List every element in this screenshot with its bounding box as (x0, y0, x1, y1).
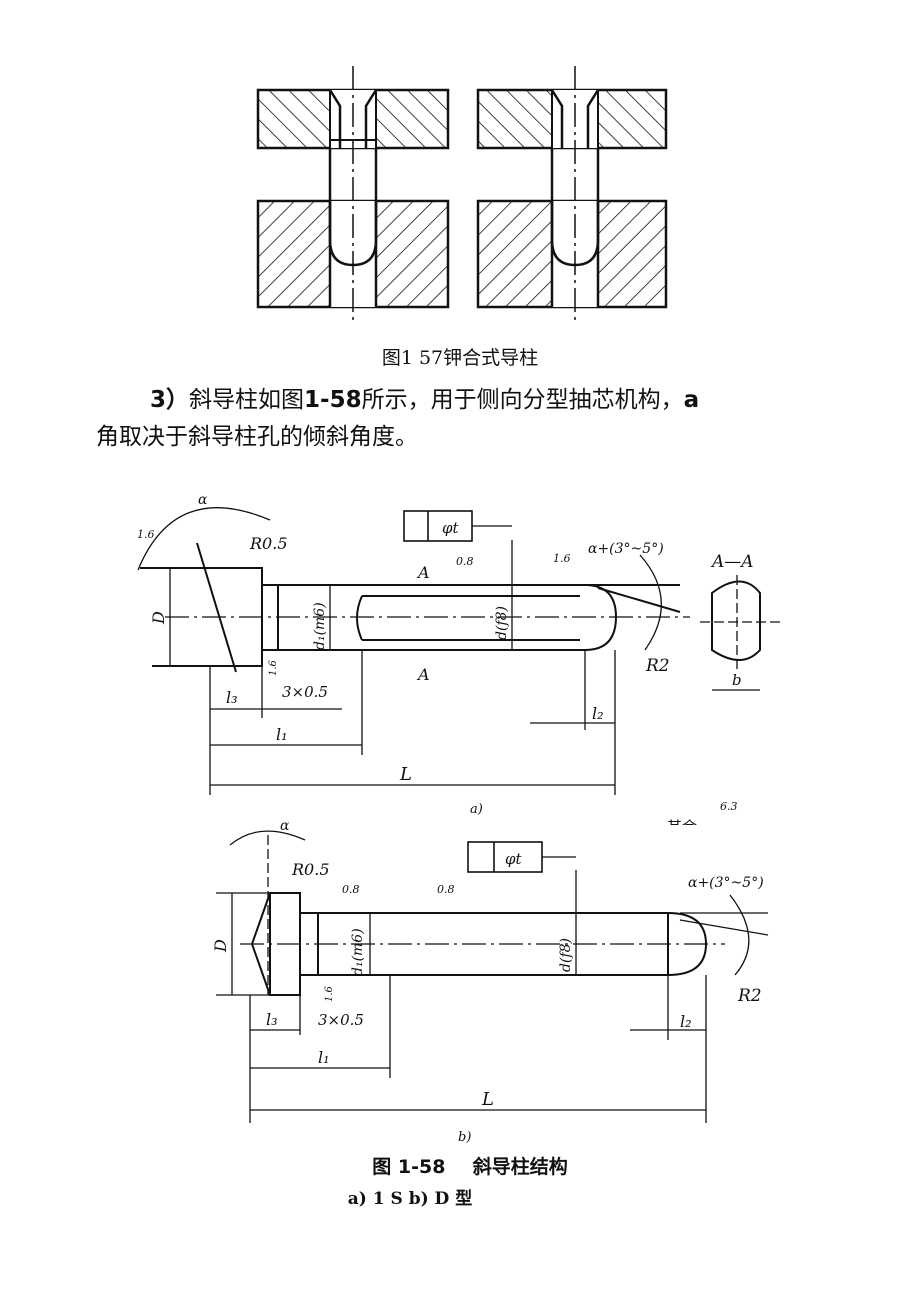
fig158a-b: b (732, 671, 742, 689)
fig158a-l1: l₁ (276, 725, 288, 744)
fig158a-section-label: A—A (710, 552, 754, 572)
fig158b-D-label: D (211, 939, 230, 953)
fig158b-roughness-08b: 0.8 (437, 883, 455, 896)
fig158b-l1: l₁ (318, 1048, 330, 1067)
fig158a-alpha-label: α (198, 492, 208, 508)
figure-1-58b: α R0.5 φt 0.8 0.8 α+(3°~5°) D d₁(m6) d(f… (211, 818, 769, 1145)
paragraph-line-1: 3）斜导柱如图1-58所示，用于侧向分型抽芯机构，a (96, 382, 816, 419)
fig158a-d-label: d(f8) (494, 606, 510, 640)
fig158a-R2: R2 (645, 656, 670, 676)
fig158-caption-title: 斜导柱结构 (472, 1156, 568, 1178)
fig158b-angle-label: α+(3°~5°) (688, 875, 764, 891)
fig158b-l2: l₂ (680, 1012, 692, 1031)
fig158b-l3: l₃ (266, 1010, 278, 1029)
fig158b-roughness-16: 1.6 (324, 985, 335, 1002)
fig158a-angle-label: α+(3°~5°) (588, 541, 664, 557)
fig158a-tolerance: φt (442, 519, 460, 537)
fig158b-chamfer: 3×0.5 (318, 1011, 364, 1029)
fig158a-D-label: D (149, 611, 168, 625)
fig158a-section-top: A (416, 563, 430, 582)
paragraph-number: 3） (150, 387, 190, 413)
fig158b-sublabel: b) (458, 1130, 471, 1145)
fig158b-L: L (481, 1089, 494, 1110)
fig157-caption: 图1 57钾合式导柱 (381, 347, 539, 369)
fig158a-l3: l₃ (226, 688, 238, 707)
fig157-left-assembly (256, 66, 450, 322)
fig158b-tolerance: φt (505, 850, 523, 868)
fig158a-rest-text: 其余 (667, 818, 697, 825)
fig158b-R2: R2 (737, 986, 762, 1006)
figure-reference: 1-58 (304, 387, 362, 413)
fig158b-alpha-label: α (280, 818, 290, 834)
fig158a-section-bottom: A (416, 665, 430, 684)
fig158a-rest-roughness: 6.3 (720, 800, 738, 813)
fig158a-roughness-16c: 1.6 (268, 659, 279, 676)
fig158a-roughness-08: 0.8 (456, 555, 474, 568)
fig158b-r05-label: R0.5 (291, 860, 330, 879)
fig158a-roughness-16: 1.6 (553, 552, 571, 565)
paragraph-line-2: 角取决于斜导柱孔的倾斜角度。 (96, 424, 418, 450)
fig158-caption-number: 图 1-58 (372, 1156, 446, 1178)
fig158a-d1-label: d₁(m6) (312, 602, 328, 650)
fig158b-d1-label: d₁(m6) (350, 928, 366, 976)
fig158a-chamfer: 3×0.5 (282, 683, 328, 701)
fig158a-l2: l₂ (592, 704, 604, 723)
figure-1-58a: α 1.6 R0.5 φt A A 0.8 1.6 α+(3°~5°) A—A … (137, 492, 780, 825)
paragraph-text-2: 所示，用于侧向分型抽芯机构， (361, 387, 684, 413)
fig158b-roughness-08a: 0.8 (342, 883, 360, 896)
fig158a-roughness-1: 1.6 (137, 528, 155, 541)
fig157-right-assembly (476, 66, 668, 322)
figure-1-57 (256, 66, 668, 322)
fig158-caption: 图 1-58 斜导柱结构 (340, 1152, 600, 1179)
fig158a-r05-label: R0.5 (249, 534, 288, 553)
fig158a-sublabel: a) (470, 802, 483, 817)
fig158b-d-label: d(f8) (558, 938, 574, 972)
fig158a-L: L (399, 764, 412, 785)
paragraph-alpha: a (683, 387, 700, 413)
paragraph-text-1: 斜导柱如图 (189, 387, 305, 413)
fig158-subcaption: a) 1 S b) D 型 (347, 1189, 473, 1209)
paragraph: 3）斜导柱如图1-58所示，用于侧向分型抽芯机构，a 角取决于斜导柱孔的倾斜角度… (96, 382, 816, 456)
